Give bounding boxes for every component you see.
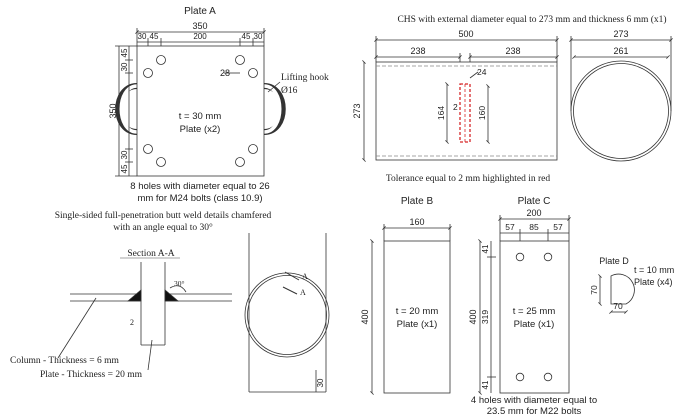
lifting-hook-dia: Ø16 <box>281 86 298 96</box>
plate-d-outline <box>610 273 635 305</box>
plate-c-count: Plate (x1) <box>514 319 555 330</box>
weld-left <box>126 289 142 302</box>
plate-a-dim-hole-edge: 28 <box>220 68 230 78</box>
plate-b-dim-width: 160 <box>409 217 424 227</box>
dim-label: 45 <box>120 164 129 173</box>
plate-c-dim-top-edge: 41 <box>481 244 490 253</box>
plate-c-dim-width: 200 <box>526 208 541 218</box>
chs-dim-half-right: 238 <box>505 46 520 56</box>
weld-gap-label: 2 <box>130 318 134 327</box>
section-mark-2: A <box>300 288 306 297</box>
plate-a-dim-width: 350 <box>192 21 207 31</box>
dim-label: 200 <box>193 32 207 41</box>
chs-title: CHS with external diameter equal to 273 … <box>397 14 666 25</box>
column-label: Column - Thickness = 6 mm <box>10 356 119 366</box>
dim-label: 57 <box>553 222 563 232</box>
chs-dim-length: 500 <box>458 29 473 39</box>
slot-tolerance-highlight <box>459 83 471 143</box>
plate-c-title: Plate C <box>518 196 551 207</box>
plate-a-title: Plate A <box>184 6 216 17</box>
chs-dim-half-left: 238 <box>410 46 425 56</box>
plate-c-holes <box>515 252 553 382</box>
weld-angle-label: 30° <box>174 279 185 288</box>
weld-section <box>57 257 232 371</box>
weld-dim-bottom: 30 <box>316 378 325 387</box>
weld-plan <box>244 233 330 393</box>
weld-note-2: with an angle equal to 30° <box>113 222 213 233</box>
dim-label: 85 <box>529 222 539 232</box>
plate-a-thickness: t = 30 mm <box>179 111 222 122</box>
plate-d <box>598 273 635 314</box>
plate-b-dim-height: 400 <box>360 309 370 324</box>
plate-a-holes <box>143 55 258 167</box>
chs-tolerance-note: Tolerance equal to 2 mm highlighted in r… <box>386 174 550 184</box>
dim-label: 30 <box>138 32 147 41</box>
plate-b <box>370 224 452 395</box>
dim-label: 30 <box>120 150 129 159</box>
chs-dim-outer-dia: 273 <box>613 29 628 39</box>
plate-d-count: Plate (x4) <box>634 277 673 287</box>
plate-a-dim-height: 350 <box>108 103 118 118</box>
dim-label: 45 <box>242 32 251 41</box>
plate-d-dim-width: 70 <box>613 301 623 311</box>
plate-c-holes-note-1: 4 holes with diameter equal to <box>471 395 597 406</box>
dim-label: 30 <box>120 62 129 71</box>
plate-b-thickness: t = 20 mm <box>396 306 439 317</box>
dim-label: 30 <box>254 32 263 41</box>
section-mark-1: A <box>302 272 308 281</box>
plate-b-count: Plate (x1) <box>397 319 438 330</box>
plate-a-holes-note-1: 8 holes with diameter equal to 26 <box>130 181 269 192</box>
section-title: Section A-A <box>127 249 174 259</box>
plate-d-dim-height: 70 <box>589 285 599 295</box>
plate-c-holes-note-2: 23.5 mm for M22 bolts <box>487 406 582 417</box>
chs-dim-inner-dia: 261 <box>613 46 628 56</box>
plate-a-outline <box>136 45 265 177</box>
weld-right <box>164 289 180 302</box>
chs-dim-slot-left: 164 <box>436 106 446 120</box>
plate-b-outline <box>383 240 451 394</box>
dim-label: 57 <box>505 222 515 232</box>
lifting-hook-label: Lifting hook <box>281 72 329 83</box>
plate-a <box>115 28 286 177</box>
plate-label: Plate - Thickness = 20 mm <box>40 370 143 380</box>
plate-c-outline <box>499 240 570 394</box>
dim-label: 45 <box>150 32 159 41</box>
chs-elevation <box>362 36 559 162</box>
weld-note-1: Single-sided full-penetration butt weld … <box>55 210 272 221</box>
plate-a-holes-note-2: mm for M24 bolts (class 10.9) <box>137 193 262 204</box>
chs-section <box>569 36 673 162</box>
plate-c <box>478 215 571 395</box>
dim-label: 45 <box>120 48 129 57</box>
plate-b-title: Plate B <box>401 196 434 207</box>
chs-body <box>375 61 558 161</box>
chs-dim-height: 273 <box>352 103 362 118</box>
plate-a-count: Plate (x2) <box>180 124 221 135</box>
chs-dim-slot-gap: 2 <box>453 102 458 112</box>
plate-c-dim-inner: 319 <box>480 310 490 324</box>
plate-c-dim-height: 400 <box>468 309 478 324</box>
plate-d-title: Plate D <box>599 256 629 266</box>
plate-c-thickness: t = 25 mm <box>513 306 556 317</box>
plate-d-thickness: t = 10 mm <box>634 265 674 275</box>
plate-c-dim-bottom-edge: 41 <box>481 380 490 389</box>
chs-dim-slot-right: 160 <box>477 106 487 120</box>
chs-dim-slot-width: 24 <box>477 67 487 77</box>
